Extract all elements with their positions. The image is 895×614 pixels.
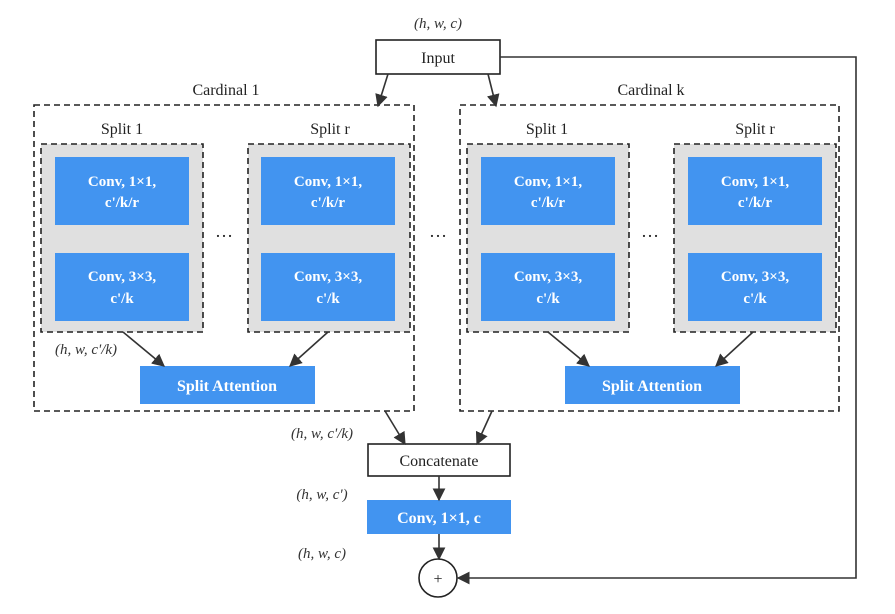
conv3x3-line1: Conv, 3×3, [514, 269, 582, 285]
arrow-split-r-to-attention [289, 331, 329, 367]
conv3x3-line1: Conv, 3×3, [294, 269, 362, 285]
cardinal-k-split-r-conv3x3 [688, 253, 822, 321]
arrow-cardinal-k-to-concatenate [475, 410, 493, 446]
final-conv-label: Conv, 1×1, c [397, 510, 481, 527]
arrow-cardinal-1-to-concatenate [384, 410, 406, 446]
cardinal-1-split-r-title: Split r [310, 121, 350, 138]
cardinal-1-split-1-conv3x3 [55, 253, 189, 321]
conv1x1-line1: Conv, 1×1, [294, 174, 362, 190]
final-conv-box [367, 500, 511, 534]
conv3x3-line2: c'/k [536, 291, 560, 307]
concat-output-dims-label: (h, w, c') [296, 487, 347, 503]
cardinal-1-split-attention [140, 366, 315, 404]
conv1x1-line1: Conv, 1×1, [88, 174, 156, 190]
split-ellipsis: … [641, 221, 659, 241]
conv1x1-line2: c'/k/r [105, 195, 140, 211]
arrow-split-1-to-attention [547, 331, 590, 367]
cardinal-1-split-r-conv3x3 [261, 253, 395, 321]
cardinal-k-title: Cardinal k [617, 82, 684, 99]
conv1x1-line1: Conv, 1×1, [721, 174, 789, 190]
conv3x3-line2: c'/k [316, 291, 340, 307]
conv1x1-line2: c'/k/r [531, 195, 566, 211]
split-output-dims-label: (h, w, c'/k) [55, 342, 117, 358]
cardinal-1-split-r-conv1x1 [261, 157, 395, 225]
cardinal-k-split-1-conv3x3 [481, 253, 615, 321]
cardinal-k-group: Cardinal k Split 1 Split r Conv, 1×1, c'… [459, 82, 840, 412]
cardinal-k-split-r-conv1x1 [688, 157, 822, 225]
cardinal-k-split-attention-label: Split Attention [602, 378, 702, 395]
cardinal-output-dims-label: (h, w, c'/k) [291, 426, 353, 442]
input-dims-label: (h, w, c) [414, 16, 462, 32]
cardinal-k-split-r-title: Split r [735, 121, 775, 138]
cardinal-1-split-1-conv1x1 [55, 157, 189, 225]
add-node-symbol: + [433, 571, 442, 588]
input-label: Input [421, 50, 455, 67]
conv3x3-line2: c'/k [743, 291, 767, 307]
cardinal-k-split-1-conv1x1 [481, 157, 615, 225]
conv1x1-line1: Conv, 1×1, [514, 174, 582, 190]
cardinal-ellipsis: … [429, 221, 447, 241]
input-box [375, 39, 501, 75]
conv1x1-line2: c'/k/r [738, 195, 773, 211]
cardinal-k-split-attention [565, 366, 740, 404]
conv3x3-line1: Conv, 3×3, [721, 269, 789, 285]
conv1x1-line2: c'/k/r [311, 195, 346, 211]
cardinal-k-split-1-title: Split 1 [526, 121, 568, 138]
arrow-input-to-cardinal-1 [375, 73, 389, 108]
cardinal-1-group: Cardinal 1 Split 1 Split r Conv, 1×1, c'… [33, 82, 415, 412]
split-ellipsis: … [215, 221, 233, 241]
conv3x3-line1: Conv, 3×3, [88, 269, 156, 285]
cardinal-1-frame [33, 104, 415, 412]
connectors [122, 56, 857, 585]
cardinal-1-title: Cardinal 1 [192, 82, 259, 99]
arrow-input-to-cardinal-k [486, 73, 500, 108]
final-output-dims-label: (h, w, c) [298, 546, 346, 562]
arrow-split-r-to-attention [715, 331, 754, 367]
arrow-residual-skip [456, 56, 857, 585]
conv3x3-line2: c'/k [110, 291, 134, 307]
cardinal-1-split-1-title: Split 1 [101, 121, 143, 138]
cardinal-k-frame [459, 104, 840, 412]
arrow-split-1-to-attention [122, 331, 165, 367]
cardinal-1-split-attention-label: Split Attention [177, 378, 277, 395]
concatenate-label: Concatenate [399, 453, 478, 470]
